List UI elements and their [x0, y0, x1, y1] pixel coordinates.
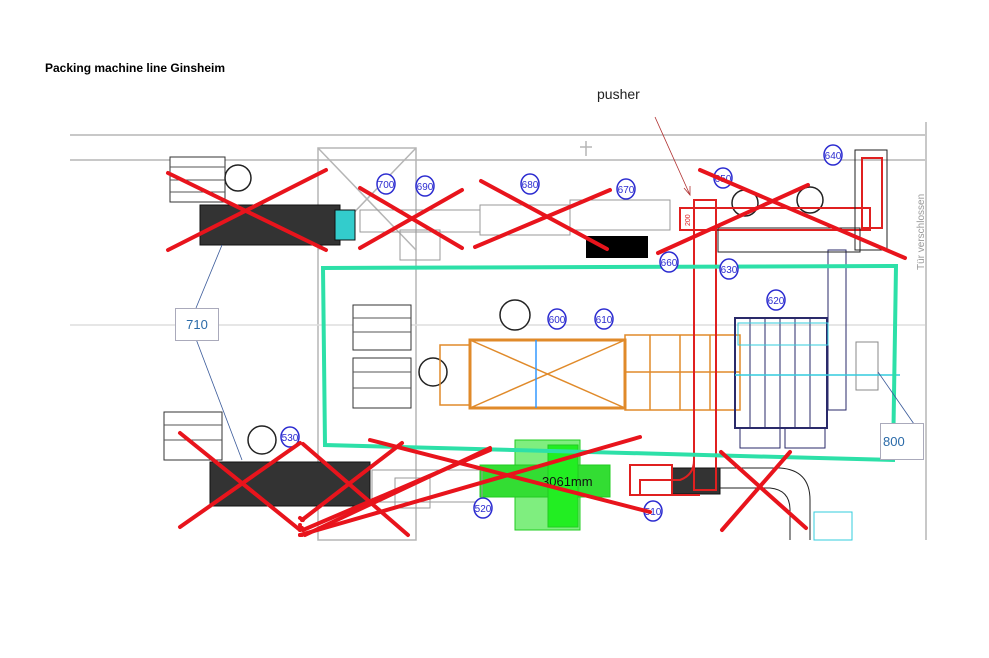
station-labels: 700 690 680 670 650 640 660 630 620 600 …	[280, 144, 843, 522]
callout-box-800: 800	[880, 423, 924, 460]
svg-text:700: 700	[378, 180, 395, 191]
svg-text:530: 530	[282, 433, 299, 444]
orange-machine	[439, 334, 741, 411]
cyan-module	[334, 209, 356, 241]
station-690: 690	[415, 175, 435, 197]
door-locked-text: Tür verschlossen	[916, 194, 927, 270]
station-620: 620	[766, 289, 786, 311]
station-660: 660	[659, 251, 679, 273]
svg-text:690: 690	[417, 182, 434, 193]
removal-crosses	[166, 168, 907, 537]
dimension-label: 3061mm	[542, 474, 593, 489]
small-dimension: 200	[685, 214, 692, 226]
station-680: 680	[520, 173, 540, 195]
station-530: 530	[280, 426, 300, 448]
station-510: 510	[643, 500, 663, 522]
black-block	[586, 236, 648, 258]
page-title: Packing machine line Ginsheim	[45, 61, 226, 75]
palletizer-620	[734, 249, 879, 449]
pusher-annotation: pusher	[597, 86, 640, 102]
highlighted-area	[320, 263, 899, 463]
svg-text:670: 670	[618, 185, 635, 196]
pallets	[163, 156, 412, 461]
callout-box-710: 710	[175, 308, 219, 341]
svg-text:640: 640	[825, 151, 842, 162]
station-520: 520	[473, 497, 493, 519]
callout-lines	[195, 116, 915, 461]
red-transfer	[629, 157, 883, 496]
svg-text:510: 510	[645, 507, 662, 518]
station-640: 640	[823, 144, 843, 166]
svg-text:620: 620	[768, 296, 785, 307]
cyan-box	[813, 511, 853, 541]
dark-conveyors	[199, 204, 721, 507]
station-600: 600	[547, 308, 567, 330]
svg-text:610: 610	[596, 315, 613, 326]
svg-text:630: 630	[721, 265, 738, 276]
station-630: 630	[719, 258, 739, 280]
svg-text:660: 660	[661, 258, 678, 269]
green-machine	[479, 439, 611, 531]
svg-text:520: 520	[475, 504, 492, 515]
svg-text:600: 600	[549, 315, 566, 326]
station-610: 610	[594, 308, 614, 330]
station-700: 700	[376, 173, 396, 195]
svg-text:680: 680	[522, 180, 539, 191]
station-670: 670	[616, 178, 636, 200]
